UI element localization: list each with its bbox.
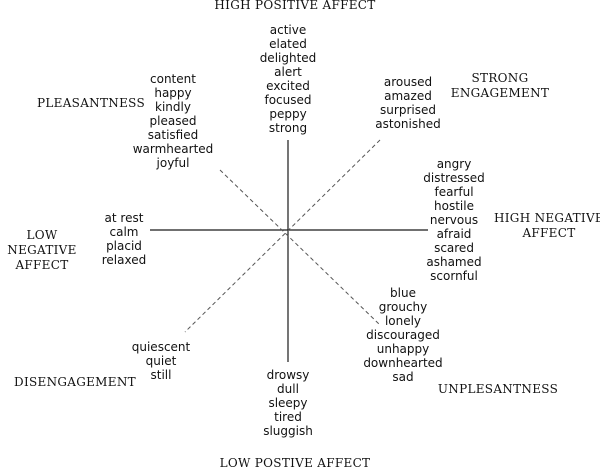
unpleasantness-words: blue grouchy lonely discouraged unhappy … — [355, 286, 451, 384]
word: amazed — [384, 89, 432, 103]
word: fearful — [434, 185, 474, 199]
word: delighted — [259, 51, 317, 65]
word: alert — [274, 65, 302, 79]
word: kindly — [155, 100, 191, 114]
high-negative-affect-words: angry distressed fearful hostile nervous… — [412, 157, 496, 283]
high-negative-affect-label: HIGH NEGATIVE AFFECT — [494, 211, 600, 240]
word: joyful — [156, 156, 190, 170]
high-positive-affect-words: active elated delighted alert excited fo… — [252, 23, 324, 135]
word: pleased — [149, 114, 197, 128]
word: downhearted — [363, 356, 443, 370]
word: peppy — [269, 107, 307, 121]
unpleasantness-label: UNPLESANTNESS — [437, 382, 559, 396]
word: aroused — [383, 75, 433, 89]
low-positive-affect-words: drowsy dull sleepy tired sluggish — [252, 368, 324, 438]
word: hostile — [434, 199, 474, 213]
word: scornful — [430, 269, 478, 283]
word: placid — [106, 239, 142, 253]
word: happy — [154, 86, 192, 100]
word: unhappy — [376, 342, 430, 356]
word: afraid — [436, 227, 472, 241]
pleasantness-words: content happy kindly pleased satisfied w… — [128, 72, 218, 170]
word: excited — [266, 79, 310, 93]
word: content — [150, 72, 196, 86]
word: sluggish — [263, 424, 313, 438]
disengagement-words: quiescent quiet still — [124, 340, 198, 382]
word: grouchy — [378, 300, 428, 314]
word: focused — [264, 93, 312, 107]
disengagement-label: DISENGAGEMENT — [14, 375, 136, 389]
word: sad — [392, 370, 414, 384]
word: distressed — [423, 171, 485, 185]
word: at rest — [104, 211, 144, 225]
word: strong — [268, 121, 308, 135]
word: dull — [277, 382, 299, 396]
strong-engagement-label: STRONG ENGAGEMENT — [450, 71, 550, 100]
word: discouraged — [366, 328, 440, 342]
word: warmhearted — [132, 142, 214, 156]
word: still — [150, 368, 172, 382]
word: blue — [390, 286, 416, 300]
word: active — [269, 23, 307, 37]
word: nervous — [429, 213, 479, 227]
word: quiet — [145, 354, 177, 368]
word: relaxed — [101, 253, 147, 267]
word: astonished — [375, 117, 441, 131]
word: lonely — [384, 314, 422, 328]
word: surprised — [380, 103, 436, 117]
low-positive-affect-label: LOW POSTIVE AFFECT — [219, 456, 371, 469]
word: sleepy — [268, 396, 308, 410]
word: tired — [274, 410, 302, 424]
word: calm — [109, 225, 139, 239]
word: ashamed — [426, 255, 482, 269]
word: scared — [434, 241, 474, 255]
diagonal-pleasant-unpleasant-axis — [219, 169, 381, 326]
word: angry — [436, 157, 472, 171]
word: quiescent — [131, 340, 191, 354]
high-positive-affect-label: HIGH POSITIVE AFFECT — [214, 0, 376, 12]
diagonal-engagement-disengagement-axis — [184, 139, 381, 333]
low-negative-affect-words: at rest calm placid relaxed — [92, 211, 156, 267]
word: drowsy — [266, 368, 310, 382]
pleasantness-label: PLEASANTNESS — [37, 96, 145, 110]
strong-engagement-words: aroused amazed surprised astonished — [370, 75, 446, 131]
low-negative-affect-label: LOW NEGATIVE AFFECT — [7, 228, 77, 272]
word: elated — [269, 37, 307, 51]
word: satisfied — [147, 128, 199, 142]
